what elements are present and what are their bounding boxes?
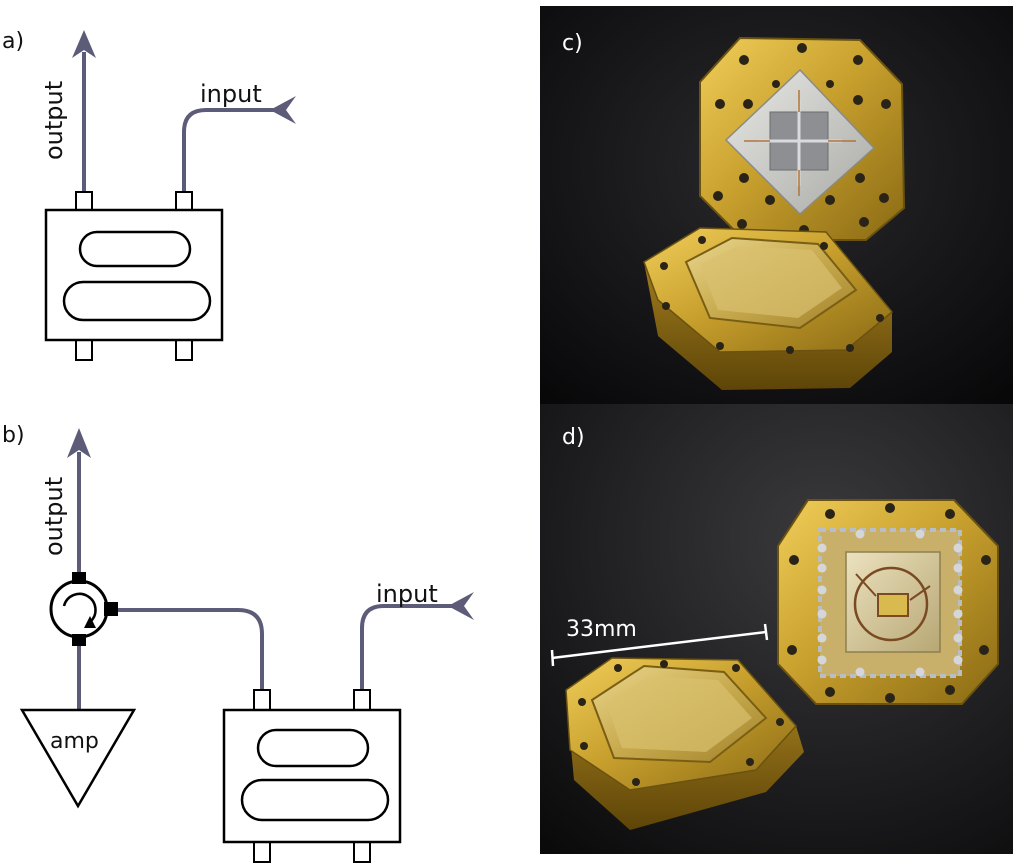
panel-b-upper-resonator-slot bbox=[256, 728, 370, 768]
panel-b-lower-resonator-slot bbox=[240, 778, 390, 822]
panel-c-cavity-base bbox=[643, 227, 894, 390]
panel-a-upper-resonator-slot bbox=[78, 230, 192, 268]
panel-d-photo: d) bbox=[540, 404, 1013, 854]
panel-a-input-wire bbox=[182, 108, 284, 194]
panel-b-circulator bbox=[49, 579, 109, 639]
panel-c-photo: c) bbox=[540, 6, 1013, 404]
panel-b-cavity-wire bbox=[118, 608, 264, 692]
panel-b-amplifier bbox=[19, 708, 137, 809]
panel-b-port-top-left bbox=[253, 689, 271, 711]
panel-a-port-bottom-right bbox=[175, 339, 193, 361]
panel-a-port-bottom-left bbox=[75, 339, 93, 361]
panel-b-port-bottom-right bbox=[353, 841, 371, 863]
panel-b-port-top-right bbox=[353, 689, 371, 711]
panel-d-cavity-lid bbox=[777, 499, 999, 705]
panel-a-input-label: input bbox=[200, 80, 262, 108]
panel-b-amp-label: amp bbox=[50, 729, 99, 754]
panel-a-diagram: a) output input bbox=[2, 29, 296, 361]
panel-b-circulator-port-bottom bbox=[72, 634, 86, 646]
panel-b-circulator-port-top bbox=[72, 572, 86, 584]
panel-b-circulator-arrow-tip bbox=[84, 616, 96, 628]
panel-a-input-arrowhead bbox=[270, 96, 296, 124]
panel-b-input-arrowhead bbox=[448, 592, 474, 620]
panel-b-output-label: output bbox=[40, 477, 68, 556]
panel-c-label: c) bbox=[562, 31, 583, 56]
panel-b-circulator-port-right bbox=[104, 602, 118, 616]
panel-b-diagram: b) output amp input bbox=[2, 423, 474, 863]
panel-a-label: a) bbox=[2, 29, 24, 54]
panel-b-circulator-arrow-icon bbox=[62, 592, 97, 623]
panel-b-output-arrowhead bbox=[67, 428, 91, 458]
panel-b-input-wire bbox=[360, 604, 462, 692]
panel-a-lower-resonator-slot bbox=[62, 280, 212, 322]
panel-c-cavity-lid bbox=[699, 36, 906, 241]
panel-b-port-bottom-left bbox=[253, 841, 271, 863]
panel-d-scale-label: 33mm bbox=[566, 617, 637, 642]
panel-b-label: b) bbox=[2, 423, 25, 448]
panel-d-cavity-base bbox=[565, 657, 804, 830]
panel-b-input-label: input bbox=[376, 580, 438, 608]
panel-d-label: d) bbox=[562, 425, 585, 450]
panel-a-output-arrowhead bbox=[72, 30, 96, 58]
panel-a-output-label: output bbox=[40, 81, 68, 160]
panel-d-scale-bar bbox=[550, 623, 769, 667]
